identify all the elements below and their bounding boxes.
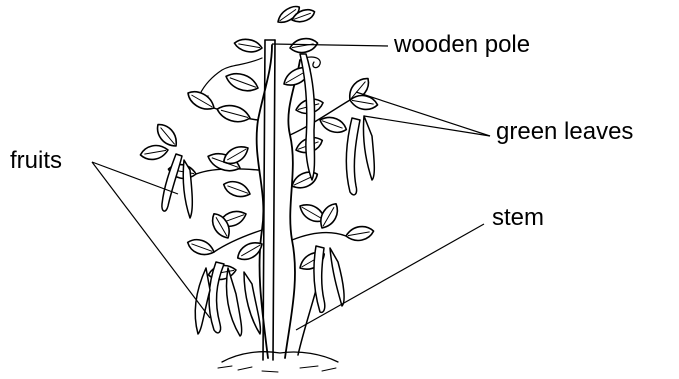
leader-green-leaves-1 — [356, 92, 490, 136]
label-green-leaves: green leaves — [496, 120, 633, 144]
leaves — [139, 3, 379, 282]
leader-fruits-1 — [92, 162, 178, 194]
label-stem: stem — [492, 206, 544, 230]
label-fruits: fruits — [10, 149, 62, 173]
leader-green-leaves-2 — [364, 116, 490, 136]
label-wooden-pole: wooden pole — [394, 33, 530, 57]
soil — [218, 352, 338, 372]
leader-wooden-pole — [272, 44, 388, 46]
leader-stem — [296, 224, 484, 330]
